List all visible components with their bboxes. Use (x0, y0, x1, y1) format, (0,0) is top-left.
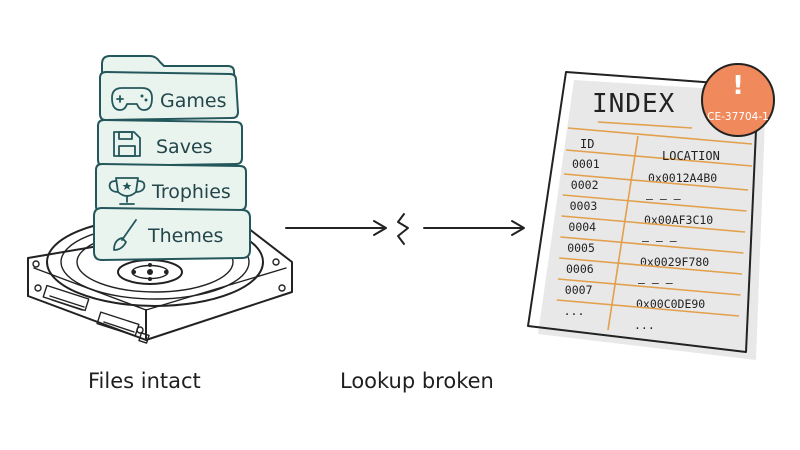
index-row-divider (557, 278, 741, 296)
folder-label-themes: Themes (147, 225, 223, 247)
index-row-divider (563, 173, 749, 191)
index-row-location: 0x00C0DE90 (636, 297, 705, 311)
floppy-disk-icon (113, 131, 141, 157)
index-row-id: 0002 (571, 178, 599, 192)
caption-lookup-broken: Lookup broken (340, 369, 494, 393)
folder-trophies: Trophies (95, 163, 247, 213)
error-badge: ! CE-37704-1 (701, 63, 775, 137)
index-row-id: 0001 (572, 157, 600, 171)
arrow-to-index (423, 220, 525, 236)
index-row-id: 0006 (566, 262, 594, 276)
index-row-divider (562, 194, 747, 212)
arrow-to-break (285, 220, 387, 236)
hard-drive-icon (27, 217, 293, 344)
index-row-divider (561, 215, 746, 233)
index-row-location: ... (634, 318, 655, 332)
folder-label-saves: Saves (156, 136, 213, 158)
paintbrush-icon (113, 219, 137, 251)
folder-games: Games (99, 55, 239, 121)
gamepad-icon (111, 87, 153, 111)
index-row-id: 0007 (565, 283, 593, 297)
index-row-id: ... (564, 304, 585, 318)
folder-saves: Saves (97, 119, 243, 167)
column-header-id: ID (580, 137, 594, 151)
index-row-location: 0x00AF3C10 (644, 213, 713, 227)
trophy-icon (108, 177, 146, 205)
index-row-id: 0004 (568, 220, 596, 234)
index-row-location: 0x0012A4B0 (648, 171, 717, 185)
index-row-divider (560, 236, 744, 254)
caption-files-intact: Files intact (88, 369, 201, 393)
broken-link-icon (397, 213, 409, 245)
index-title: INDEX (592, 89, 675, 119)
index-row-divider (556, 299, 740, 317)
error-code: CE-37704-1 (707, 111, 769, 123)
index-row-id: 0003 (570, 199, 598, 213)
index-table-grid (565, 127, 753, 331)
column-header-location: LOCATION (662, 149, 720, 163)
folder-label-games: Games (160, 90, 226, 112)
index-row-divider (559, 257, 743, 275)
index-row-id: 0005 (567, 241, 595, 255)
index-row-location: 0x0029F780 (640, 255, 709, 269)
folder-label-trophies: Trophies (151, 181, 231, 203)
error-exclamation-icon: ! (732, 71, 744, 101)
folder-themes: Themes (93, 207, 251, 261)
